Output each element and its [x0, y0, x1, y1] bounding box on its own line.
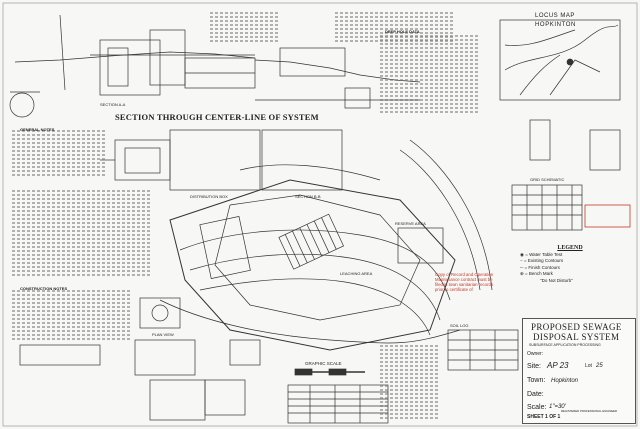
red-notice-line: Copy of Record and Operation: [435, 272, 494, 277]
finish-contour-icon: ─: [520, 264, 525, 270]
bottom-notes-lines: [380, 345, 440, 421]
label-leaching-area: LEACHING AREA: [340, 271, 373, 276]
label-distribution-box: DISTRIBUTION BOX: [190, 194, 228, 199]
legend-item: ◉ = Water Table Test: [520, 251, 563, 257]
legend-item: ─ = Finish Contours: [520, 264, 560, 270]
site-label: Site:: [527, 363, 542, 370]
engineer-stamp-text: REGISTERED PROFESSIONAL ENGINEER: [561, 409, 618, 413]
red-notice-line: filed in town sanitarian records: [435, 282, 494, 287]
sheet-number: SHEET 1 OF 1: [527, 414, 561, 420]
scale-label: Scale:: [527, 404, 547, 411]
lot-value: 25: [596, 363, 603, 369]
owner-label: Owner:: [527, 351, 544, 357]
lot-label: Lot: [585, 363, 592, 369]
bench-mark-icon: ⊕: [520, 271, 526, 276]
legend-title: LEGEND: [557, 245, 583, 251]
design-data-lines: [380, 35, 480, 115]
water-table-icon: ◉: [520, 251, 526, 257]
label-section-aa: SECTION A-A: [100, 102, 126, 107]
red-notice-line: Maintenance contract must be: [435, 277, 493, 282]
red-notice: Copy of Record and Operation Maintenance…: [435, 272, 493, 292]
label-grid-schematic: GRID SCHEMATIC: [530, 177, 565, 182]
red-notice-line: prior to certificate of: [435, 287, 473, 292]
title-line2: DISPOSAL SYSTEM: [533, 332, 620, 342]
title-sub: SUBSURFACE APPLICATION PROCESSING: [529, 343, 601, 347]
legend: LEGEND ◉ = Water Table Test ┈ = Existing…: [520, 245, 620, 284]
label-construction-notes: CONSTRUCTION NOTES: [20, 286, 68, 291]
legend-item: ⊕ = Bench Mark: [520, 271, 553, 276]
title-block: PROPOSED SEWAGE DISPOSAL SYSTEM SUBSURFA…: [522, 318, 636, 424]
label-plan-view: PLAN VIEW: [152, 332, 174, 337]
notes-block-lines: [12, 190, 152, 278]
town-value: Hopkinton: [551, 378, 579, 384]
scale-value: 1"=30': [549, 404, 566, 410]
locus-map-town: HOPKINTON: [535, 22, 576, 28]
legend-note: "Do Not Disturb": [540, 277, 573, 283]
locus-map-title: LOCUS MAP: [535, 13, 575, 19]
legend-item: ┈ = Existing Contours: [520, 258, 564, 263]
label-general-notes: GENERAL NOTES: [20, 127, 55, 132]
label-soil-log: SOIL LOG: [450, 323, 469, 328]
town-label: Town:: [527, 377, 546, 384]
date-label: Date:: [527, 391, 544, 398]
label-graphic-scale: GRAPHIC SCALE: [305, 361, 342, 366]
label-reserve-area: RESERVE AREA: [395, 221, 426, 226]
label-section-bb: SECTION B-B: [295, 194, 321, 199]
top-notes-lines: [335, 12, 455, 44]
existing-contour-icon: ┈: [520, 258, 524, 263]
construction-notes-lines: [12, 290, 132, 342]
site-ap: AP 23: [547, 361, 569, 370]
header-notes-lines: [210, 12, 280, 44]
title-line1: PROPOSED SEWAGE: [531, 322, 622, 332]
section-title: SECTION THROUGH CENTER-LINE OF SYSTEM: [115, 112, 319, 122]
general-notes-lines: [12, 130, 107, 178]
label-deep-hole: DEEP HOLE DATA: [385, 29, 420, 34]
